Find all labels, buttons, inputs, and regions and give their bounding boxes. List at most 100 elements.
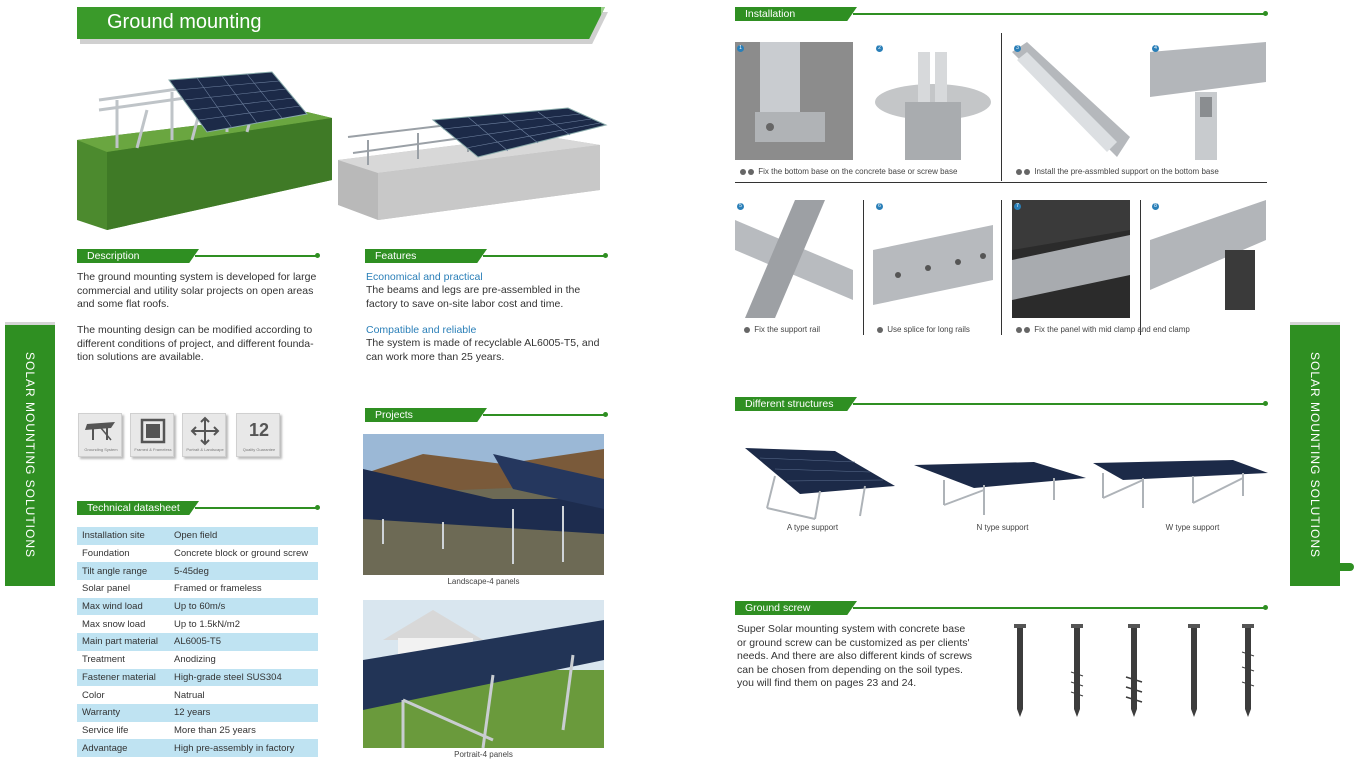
grounding-system-icon: Grounding System	[78, 413, 122, 457]
step-badge: 1	[737, 45, 744, 52]
ground-screw-2-image	[1070, 624, 1084, 717]
datasheet-value: 12 years	[169, 703, 318, 722]
caption-text: Fix the panel with mid clamp and end cla…	[1034, 325, 1190, 334]
feature-heading-1: Economical and practical	[366, 271, 483, 283]
icon-label: Portrait & Landscape	[186, 447, 224, 452]
datasheet-key: Tilt angle range	[77, 562, 169, 581]
install-step-5-image	[735, 200, 853, 318]
features-title: Features	[375, 250, 417, 262]
a-type-support-image	[745, 448, 895, 520]
w-type-support-image	[1093, 460, 1268, 508]
installation-title: Installation	[745, 8, 796, 20]
install-step-2-image	[873, 42, 993, 160]
datasheet-value: Up to 1.5kN/m2	[169, 615, 318, 634]
ground-screw-title: Ground screw	[745, 602, 811, 614]
datasheet-value: Concrete block or ground screw	[169, 544, 318, 563]
datasheet-key: Main part material	[77, 633, 169, 651]
caption-text: Use splice for long rails	[887, 325, 970, 334]
caption-text: Install the pre-assmbled support on the …	[1034, 167, 1219, 176]
install-step-1-image	[735, 42, 853, 160]
projects-header: Projects	[365, 408, 610, 422]
datasheet-value: High pre-assembly in factory	[169, 739, 318, 757]
feature-text-2: The system is made of recyclable AL6005-…	[366, 337, 600, 363]
install-step-8-image	[1150, 200, 1266, 318]
page-title: Ground mounting	[107, 11, 262, 33]
divider	[1001, 200, 1002, 335]
install-step-4-image	[1150, 42, 1266, 160]
datasheet-value: 5-45deg	[169, 562, 318, 581]
datasheet-value: More than 25 years	[169, 721, 318, 740]
project-photo-portrait	[363, 600, 604, 748]
datasheet-value: AL6005-T5	[169, 633, 318, 651]
divider	[1001, 33, 1002, 181]
datasheet-key: Warranty	[77, 703, 169, 722]
installation-header: Installation	[735, 7, 1270, 21]
datasheet-value: Open field	[169, 527, 318, 545]
w-type-caption: W type support	[1165, 523, 1220, 532]
portrait-landscape-icon: Portrait & Landscape	[182, 413, 226, 457]
step-badge: 3	[1014, 45, 1021, 52]
install-caption-5: Fix the support rail	[744, 325, 864, 334]
step-badge: 6	[876, 203, 883, 210]
project-caption-1: Landscape-4 panels	[447, 577, 520, 586]
side-label-left: SOLAR MOUNTING SOLUTIONS	[23, 351, 37, 559]
datasheet-key: Solar panel	[77, 580, 169, 598]
divider	[863, 200, 864, 335]
caption-text: Fix the support rail	[754, 325, 821, 334]
project-photo-landscape	[363, 434, 604, 575]
description-title: Description	[87, 250, 140, 262]
datasheet-key: Color	[77, 686, 169, 704]
page-title-bar: Ground mounting	[77, 7, 605, 39]
features-header: Features	[365, 249, 610, 263]
install-caption-1-2: Fix the bottom base on the concrete base…	[740, 167, 1000, 176]
step-badge: 2	[876, 45, 883, 52]
install-step-7-image	[1012, 200, 1130, 318]
a-type-caption: A type support	[786, 523, 839, 532]
datasheet-value: Up to 60m/s	[169, 597, 318, 616]
datasheet-key: Max snow load	[77, 615, 169, 634]
step-badge: 8	[1152, 203, 1159, 210]
datasheet-value: Anodizing	[169, 650, 318, 669]
datasheet-key: Service life	[77, 721, 169, 740]
description-para-1: The ground mounting system is developed …	[77, 271, 317, 310]
caption-text: Fix the bottom base on the concrete base…	[758, 167, 958, 176]
datasheet-key: Max wind load	[77, 597, 169, 616]
datasheet-key: Advantage	[77, 739, 169, 757]
divider	[1140, 200, 1141, 335]
ground-screw-header: Ground screw	[735, 601, 1270, 615]
projects-title: Projects	[375, 409, 413, 421]
ground-screw-4-image	[1188, 624, 1200, 717]
ground-screw-1-image	[1014, 624, 1026, 717]
hero-image-grass-mount	[77, 71, 332, 230]
feature-text-1: The beams and legs are pre-assembled in …	[366, 284, 581, 310]
structures-title: Different structures	[745, 398, 834, 410]
divider	[735, 182, 1267, 183]
guarantee-number: 12	[248, 420, 270, 440]
technical-header: Technical datasheet	[77, 501, 322, 515]
n-type-caption: N type support	[976, 523, 1029, 532]
ground-screw-5-image	[1241, 624, 1255, 717]
n-type-support-image	[914, 462, 1086, 515]
framed-frameless-icon: Framed & Frameless	[130, 413, 174, 457]
icon-label: Grounding System	[84, 447, 118, 452]
ground-screw-3-image	[1125, 624, 1143, 717]
install-caption-6: Use splice for long rails	[877, 325, 1002, 334]
install-step-3-image	[1012, 42, 1130, 160]
side-label-right: SOLAR MOUNTING SOLUTIONS	[1308, 351, 1322, 559]
project-caption-2: Portrait-4 panels	[454, 750, 513, 759]
structures-header: Different structures	[735, 397, 1270, 411]
datasheet-key: Treatment	[77, 650, 169, 669]
datasheet-value: Framed or frameless	[169, 580, 318, 598]
page-tab-marker	[1340, 563, 1354, 571]
quality-guarantee-icon: 12 Quality Guarantee	[236, 413, 280, 457]
datasheet-value: Natrual	[169, 686, 318, 704]
